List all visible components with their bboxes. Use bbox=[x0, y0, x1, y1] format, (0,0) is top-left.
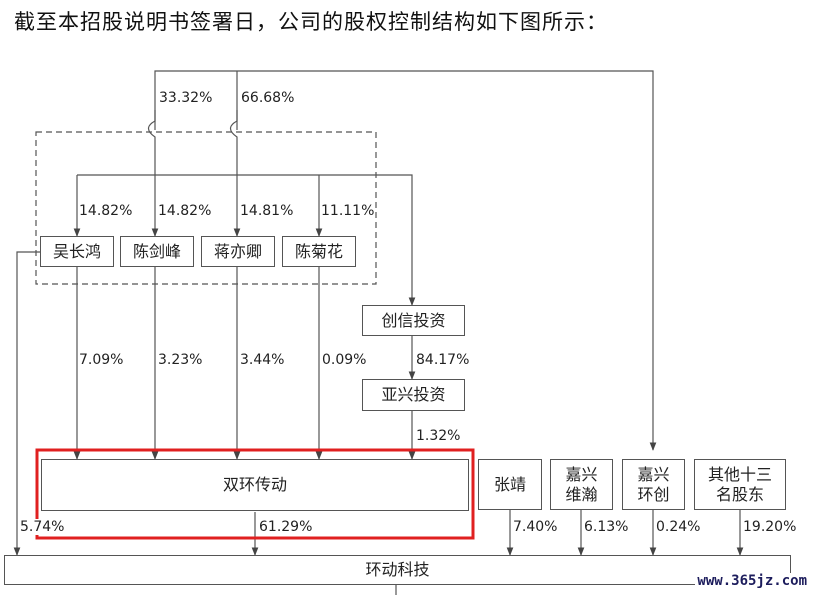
edge-top-frame bbox=[154, 70, 657, 451]
node-zhangjing: 张靖 bbox=[478, 459, 542, 510]
edge-label-wu-target: 5.74% bbox=[20, 519, 65, 535]
edge-label-jiang-sh: 3.44% bbox=[240, 352, 285, 368]
edge-label-to-chenjh: 11.11% bbox=[321, 203, 375, 219]
node-chen-jianfeng: 陈剑峰 bbox=[120, 236, 194, 267]
edge-label-wu-sh: 7.09% bbox=[79, 352, 124, 368]
edge-label-wh-target: 6.13% bbox=[584, 519, 629, 535]
edge-zigzag-right bbox=[229, 110, 238, 175]
node-shuanghuan: 双环传动 bbox=[41, 459, 469, 511]
node-jiaxing-weihan: 嘉兴 维瀚 bbox=[550, 459, 613, 510]
edge-label-chenjf-sh: 3.23% bbox=[158, 352, 203, 368]
page-title: 截至本招股说明书签署日，公司的股权控制结构如下图所示： bbox=[14, 10, 608, 34]
edge-label-to-wu: 14.82% bbox=[79, 203, 133, 219]
edge-label-top-right: 66.68% bbox=[241, 90, 295, 106]
node-yaxing: 亚兴投资 bbox=[362, 379, 465, 411]
edge-label-sh-target: 61.29% bbox=[259, 519, 313, 535]
edge-distribution bbox=[77, 174, 416, 306]
edge-label-others-target: 19.20% bbox=[743, 519, 797, 535]
edge-label-to-chenjf: 14.82% bbox=[158, 203, 212, 219]
watermark: www.365jz.com bbox=[695, 573, 809, 589]
edge-label-hc-target: 0.24% bbox=[656, 519, 701, 535]
node-huandong-tech: 环动科技 bbox=[4, 555, 791, 585]
edge-wu-target bbox=[13, 251, 40, 556]
edge-label-top-left: 33.32% bbox=[159, 90, 213, 106]
edge-label-chenjh-sh: 0.09% bbox=[322, 352, 367, 368]
node-chuangxin: 创信投资 bbox=[362, 305, 465, 336]
edge-label-yx-sh: 1.32% bbox=[416, 428, 461, 444]
node-other-shareholders: 其他十三 名股东 bbox=[694, 459, 786, 510]
edge-label-to-jiang: 14.81% bbox=[240, 203, 294, 219]
node-jiang-yiqing: 蒋亦卿 bbox=[201, 236, 275, 267]
node-chen-juhua: 陈菊花 bbox=[282, 236, 356, 267]
node-jiaxing-huanchuang: 嘉兴 环创 bbox=[622, 459, 685, 510]
edge-zigzag-left bbox=[147, 110, 156, 175]
edge-label-cx-yx: 84.17% bbox=[416, 352, 470, 368]
node-wu-changhong: 吴长鸿 bbox=[40, 236, 114, 267]
edge-label-zj-target: 7.40% bbox=[513, 519, 558, 535]
highlight-frame bbox=[35, 448, 475, 540]
concert-group-outline bbox=[35, 131, 377, 285]
